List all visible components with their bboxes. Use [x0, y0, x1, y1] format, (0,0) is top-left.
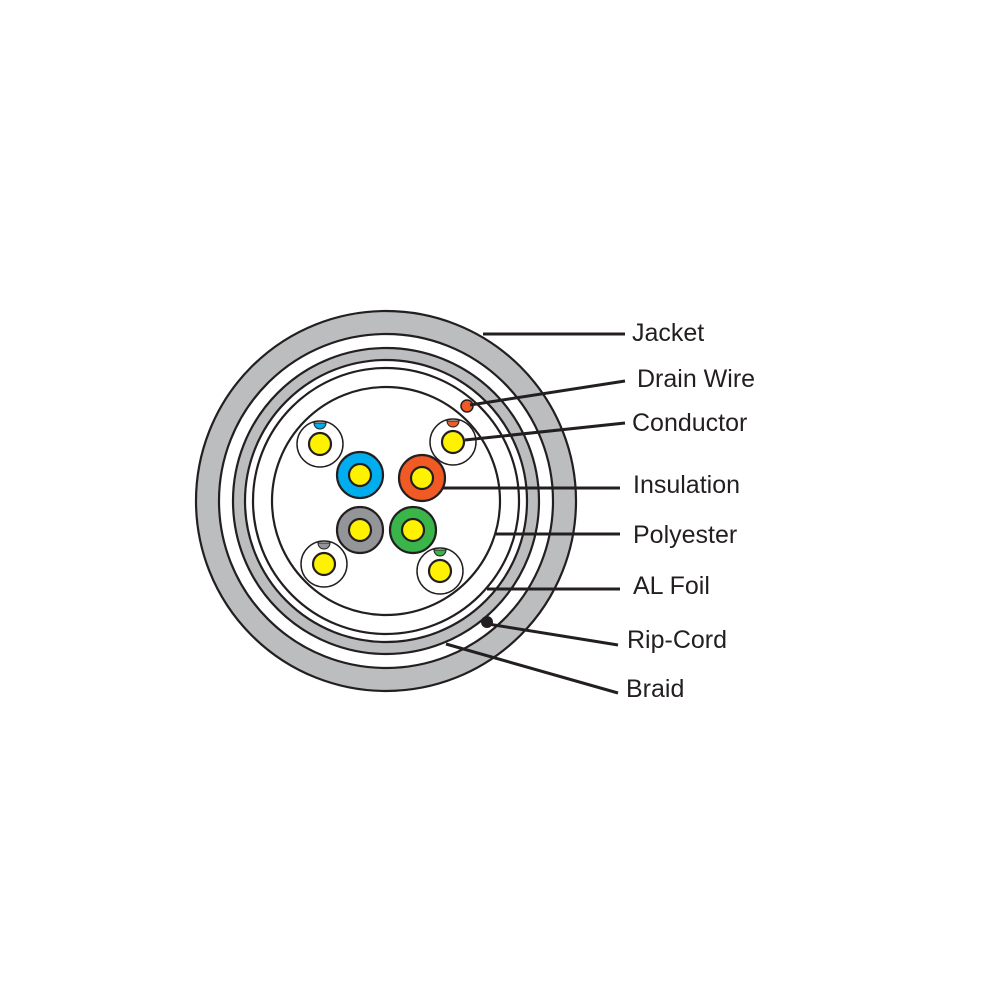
insulated-wire-orange [397, 453, 447, 503]
label-conductor: Conductor [632, 409, 748, 437]
leader-drain-wire [469, 379, 626, 407]
label-jacket: Jacket [632, 319, 705, 347]
label-al-foil: AL Foil [633, 572, 710, 600]
insulated-wire-white-green [416, 547, 464, 595]
leader-braid [445, 642, 619, 695]
leader-conductor [464, 421, 626, 442]
rip-cord-dot [481, 616, 493, 628]
label-insulation: Insulation [633, 471, 741, 499]
label-braid: Braid [626, 675, 685, 703]
label-drain-wire: Drain Wire [637, 365, 756, 393]
insulated-wire-gray [335, 505, 385, 555]
insulated-wire-white-blue [296, 420, 344, 468]
insulated-wire-green [388, 505, 438, 555]
insulated-wire-white-gray [300, 540, 348, 588]
core-boundary [270, 385, 502, 617]
leader-rip-cord [487, 622, 619, 647]
label-rip-cord: Rip-Cord [627, 626, 728, 654]
label-polyester: Polyester [633, 521, 738, 549]
insulated-wire-blue [335, 450, 385, 500]
insulated-wire-white-orange [429, 418, 477, 466]
